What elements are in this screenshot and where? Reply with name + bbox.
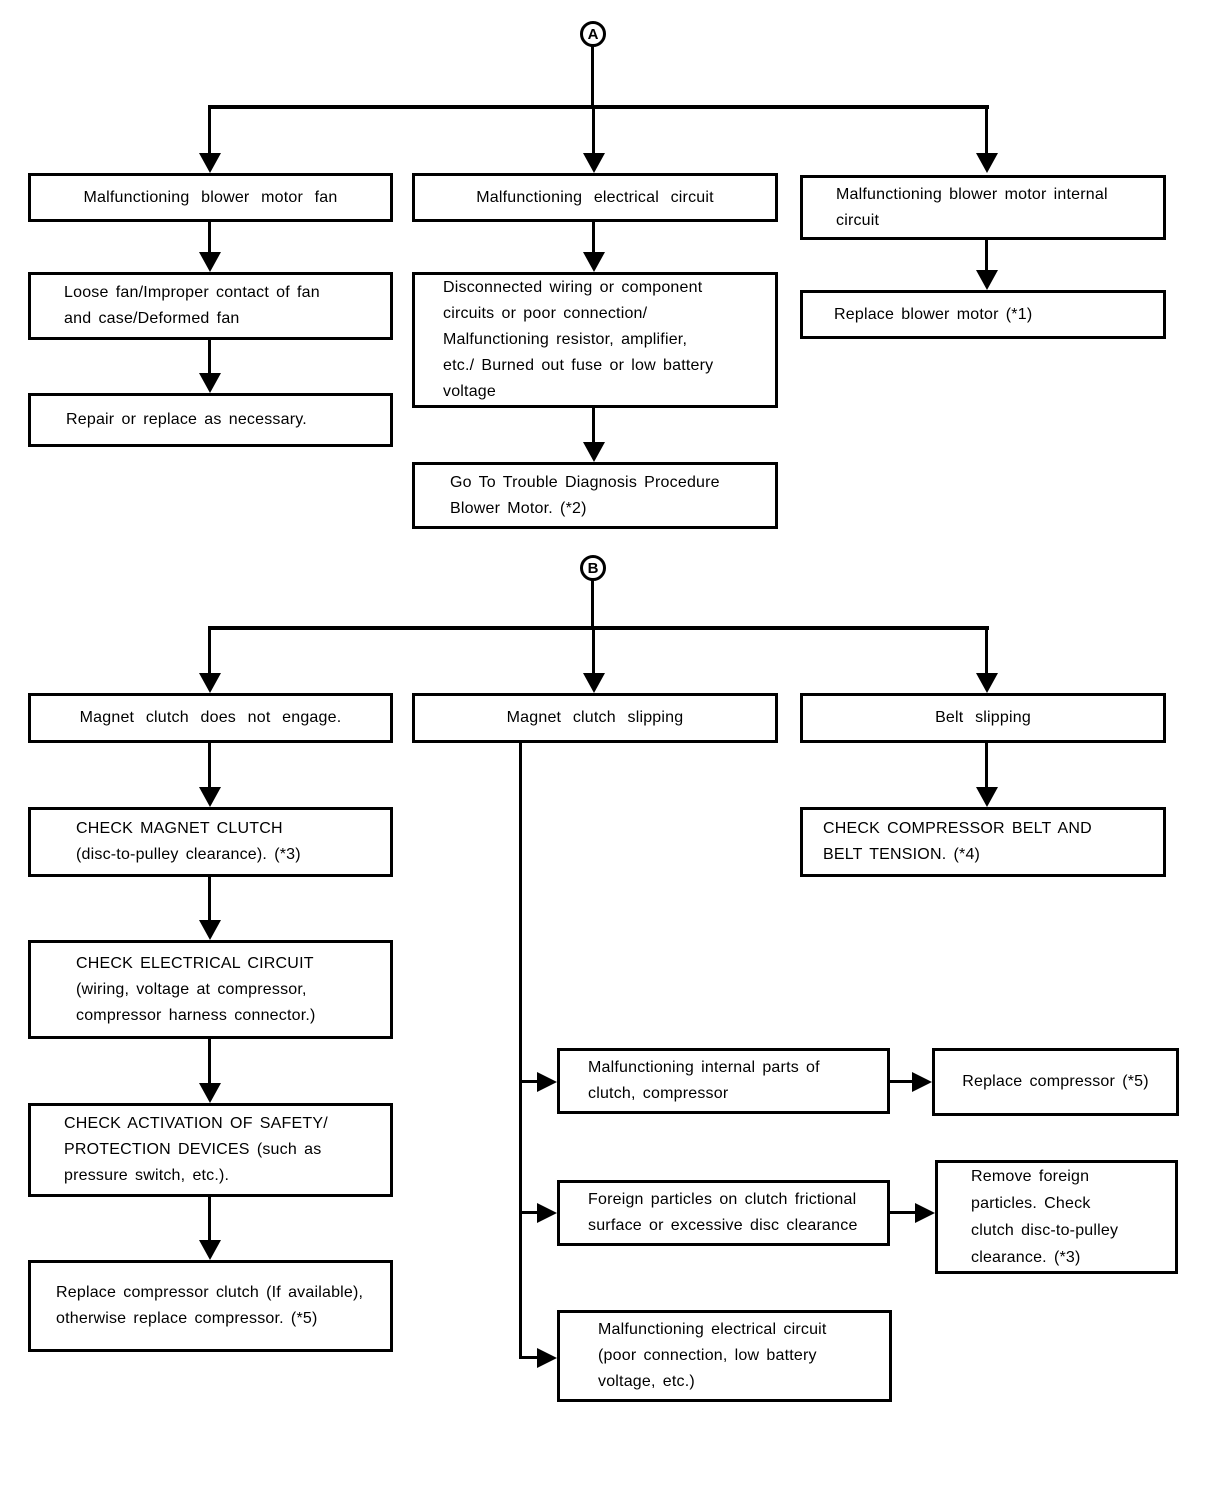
arrow-down-icon [976,673,998,693]
arrow-down-icon [199,153,221,173]
flow-line [985,240,988,270]
flow-line [522,1211,538,1214]
flow-line [985,743,988,787]
arrow-down-icon [199,373,221,393]
arrow-down-icon [199,1240,221,1260]
arrow-down-icon [976,270,998,290]
node-remove-foreign-particles: Remove foreign particles. Check clutch d… [935,1160,1178,1274]
arrow-down-icon [976,787,998,807]
node-check-magnet-clutch: CHECK MAGNET CLUTCH (disc-to-pulley clea… [28,807,393,877]
flow-line [208,340,211,373]
flow-line [522,1080,538,1083]
node-check-compressor-belt: CHECK COMPRESSOR BELT AND BELT TENSION. … [800,807,1166,877]
arrow-right-icon [537,1203,557,1223]
arrow-right-icon [537,1072,557,1092]
node-repair-or-replace: Repair or replace as necessary. [28,393,393,447]
node-magnet-clutch-slipping: Magnet clutch slipping [412,693,778,743]
node-blower-internal-circuit: Malfunctioning blower motor internal cir… [800,175,1166,240]
flow-line [592,222,595,252]
arrow-down-icon [199,673,221,693]
arrow-down-icon [199,1083,221,1103]
flow-line [592,107,595,153]
flow-line [592,628,595,673]
node-internal-parts: Malfunctioning internal parts of clutch,… [557,1048,890,1114]
flow-line [591,580,594,628]
arrow-down-icon [583,442,605,462]
arrow-right-icon [915,1203,935,1223]
connector-a-badge: A [580,21,606,47]
node-loose-fan: Loose fan/Improper contact of fan and ca… [28,272,393,340]
node-foreign-particles: Foreign particles on clutch frictional s… [557,1180,890,1246]
node-go-to-trouble-diagnosis: Go To Trouble Diagnosis Procedure Blower… [412,462,778,529]
arrow-right-icon [912,1072,932,1092]
connector-b-badge: B [580,555,606,581]
flow-line [890,1211,917,1214]
node-electrical-circuit-poor-connection: Malfunctioning electrical circuit (poor … [557,1310,892,1402]
flow-line [208,107,211,153]
flow-line [985,628,988,673]
flow-line [985,107,988,153]
arrow-down-icon [976,153,998,173]
flow-line [208,1197,211,1240]
node-check-electrical-circuit: CHECK ELECTRICAL CIRCUIT (wiring, voltag… [28,940,393,1039]
node-replace-compressor-clutch: Replace compressor clutch (If available)… [28,1260,393,1352]
node-clutch-not-engage: Magnet clutch does not engage. [28,693,393,743]
flow-line [208,743,211,787]
arrow-down-icon [583,673,605,693]
flow-line [208,222,211,252]
arrow-down-icon [583,252,605,272]
arrow-down-icon [199,787,221,807]
arrow-down-icon [583,153,605,173]
flow-line [208,1039,211,1083]
node-disconnected-wiring: Disconnected wiring or component circuit… [412,272,778,408]
flow-line [519,743,522,1359]
flow-line [208,626,989,630]
flow-line [592,408,595,442]
arrow-down-icon [199,920,221,940]
node-malfunctioning-electrical-circuit: Malfunctioning electrical circuit [412,173,778,222]
flow-line [208,877,211,920]
arrow-right-icon [537,1348,557,1368]
flow-line [522,1356,538,1359]
arrow-down-icon [199,252,221,272]
flow-line [591,46,594,107]
node-malfunctioning-blower-fan: Malfunctioning blower motor fan [28,173,393,222]
flow-line [208,628,211,673]
node-replace-blower-motor: Replace blower motor (*1) [800,290,1166,339]
node-belt-slipping: Belt slipping [800,693,1166,743]
node-check-safety-devices: CHECK ACTIVATION OF SAFETY/ PROTECTION D… [28,1103,393,1197]
flow-line [208,105,989,109]
flow-line [890,1080,914,1083]
node-replace-compressor: Replace compressor (*5) [932,1048,1179,1116]
